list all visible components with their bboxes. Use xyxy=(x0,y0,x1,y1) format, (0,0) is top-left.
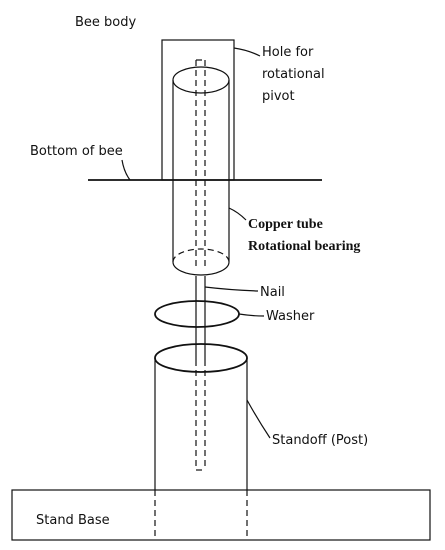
copper-tube-label: Copper tube xyxy=(248,217,323,232)
rotational-bearing-label: Rotational bearing xyxy=(248,239,360,254)
bottom-of-bee-label: Bottom of bee xyxy=(30,144,123,159)
hole-leader-line xyxy=(233,47,261,57)
washer-shape xyxy=(154,300,240,328)
bottom-leader-line xyxy=(121,159,131,181)
standoff-label: Standoff (Post) xyxy=(272,433,368,448)
hole-label-line3: pivot xyxy=(262,89,295,104)
standoff-top xyxy=(154,343,248,373)
standoff-leader-line xyxy=(246,399,271,439)
bee-body-label: Bee body xyxy=(75,15,137,30)
hole-label-line2: rotational xyxy=(262,67,325,82)
nail-label: Nail xyxy=(260,285,285,300)
nail-leader-line xyxy=(204,286,259,292)
stand-base-label: Stand Base xyxy=(36,513,110,528)
hole-label-line1: Hole for xyxy=(262,45,314,60)
copper-tube-top xyxy=(172,66,230,94)
copper-tube-bottom-back xyxy=(172,248,230,263)
washer-label: Washer xyxy=(266,309,315,324)
washer-leader-line xyxy=(238,313,265,317)
copper-tube-leader-line xyxy=(228,207,247,221)
stand-base-outline xyxy=(11,489,431,541)
copper-tube-bottom-front xyxy=(172,261,230,276)
